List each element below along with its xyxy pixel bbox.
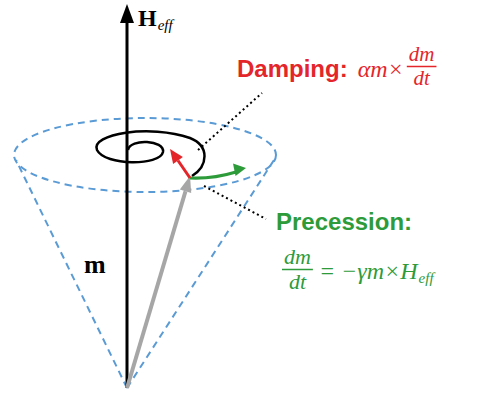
field-symbol: H — [138, 6, 157, 30]
leader-line — [204, 186, 266, 219]
field-axis — [126, 20, 129, 388]
fraction-numerator: dm — [409, 44, 435, 65]
subscript: eff — [419, 271, 434, 286]
damping-term: αm× — [358, 57, 404, 81]
cone-side — [127, 160, 274, 388]
spiral-trajectory — [96, 131, 204, 176]
cone-side — [16, 160, 127, 388]
fraction-denominator: dt — [413, 68, 429, 89]
damping-arrow — [178, 161, 190, 179]
damping-arrowhead — [170, 149, 183, 164]
vector-symbol: m — [84, 252, 106, 278]
cone-rim — [14, 118, 276, 192]
vector-arrowhead — [180, 176, 191, 193]
precession-arrow — [190, 172, 236, 178]
equation-term: = −γm×H — [319, 259, 418, 283]
fraction-numerator: dm — [284, 246, 311, 268]
subscript: eff — [158, 18, 173, 33]
axis-arrowhead — [120, 4, 134, 23]
leader-line — [198, 93, 262, 150]
magnetization-vector — [127, 191, 186, 388]
fraction-denominator: dt — [289, 271, 306, 293]
damping-heading: Damping: — [237, 57, 348, 81]
precession-heading: Precession: — [276, 210, 412, 234]
precession-arrowhead — [233, 164, 246, 177]
